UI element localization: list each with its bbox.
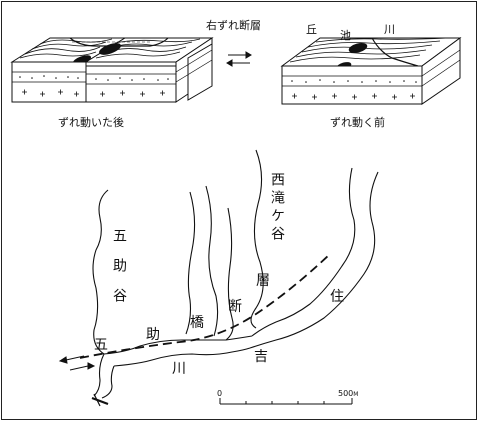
before-basement xyxy=(292,93,415,100)
displacement-arrows xyxy=(226,51,252,67)
before-pond xyxy=(348,42,368,54)
stream-nishitakigatani xyxy=(250,149,264,329)
scale-max-value: 500 xyxy=(338,389,354,398)
before-displacement-label: ずれ動く前 xyxy=(330,116,385,129)
goshukyo-suke: 助 xyxy=(146,327,160,343)
sumiyoshi-yoshi: 吉 xyxy=(254,349,268,365)
stream-tributary-1 xyxy=(185,191,196,335)
goshukudani-label: 五助谷 xyxy=(111,228,127,318)
fault-line xyxy=(79,253,331,359)
after-slab xyxy=(187,43,213,101)
river-main-north xyxy=(103,335,253,355)
hill-label: 丘 xyxy=(306,23,317,36)
fault-type-label: 右ずれ断層 xyxy=(206,19,261,32)
river-sumiyoshi-east-2 xyxy=(249,171,379,349)
river-outlet xyxy=(101,365,115,399)
goshukyo-bashi: 橋 xyxy=(190,315,204,331)
before-stipple xyxy=(291,79,417,83)
after-stipple xyxy=(19,75,169,81)
fault-sou: 層 xyxy=(256,273,270,289)
fault-dan: 断 xyxy=(228,299,242,315)
nishitakigatani-label: 西滝ケ谷 xyxy=(269,172,285,244)
before-river xyxy=(371,37,419,67)
map xyxy=(91,149,379,407)
stream-goshukudani xyxy=(92,189,109,355)
scale-zero-label: 0 xyxy=(217,389,223,398)
stream-tributary-2 xyxy=(205,185,219,337)
map-displacement-arrows xyxy=(58,355,96,371)
goshukyo-go: 五 xyxy=(94,337,108,353)
river-sumiyoshi-east xyxy=(251,167,356,337)
block-diagram-before xyxy=(280,37,462,105)
river-outlet-mark xyxy=(91,396,109,406)
river-kawa: 川 xyxy=(172,361,186,377)
after-river xyxy=(69,37,169,47)
river-main-south xyxy=(113,347,251,367)
pond-label: 池 xyxy=(340,29,351,42)
sumiyoshi-sumi: 住 xyxy=(330,289,344,305)
after-strata xyxy=(12,49,213,85)
scale-max-label: 500M xyxy=(338,390,358,398)
scale-unit: M xyxy=(353,391,359,398)
after-basement xyxy=(22,89,165,97)
scale-bar xyxy=(219,398,353,405)
before-front xyxy=(281,65,423,105)
block-diagram-after xyxy=(10,37,214,103)
stream-tributary-3 xyxy=(225,207,234,341)
after-displacement-label: ずれ動いた後 xyxy=(58,116,124,129)
before-strata xyxy=(282,49,461,87)
before-side xyxy=(421,37,461,105)
river-label: 川 xyxy=(384,23,395,36)
